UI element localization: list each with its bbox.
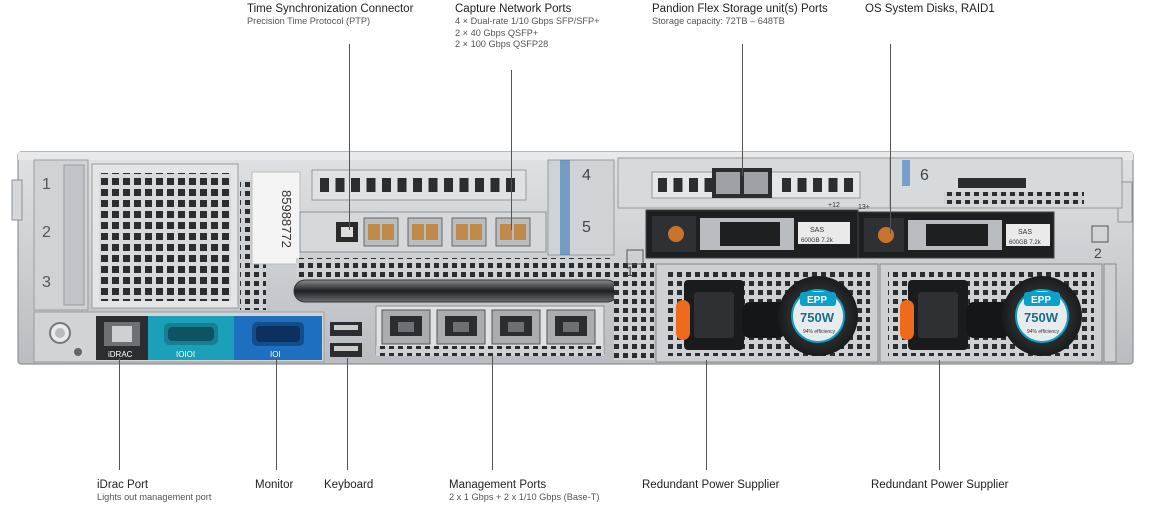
psu-1: EPP 750W 94% efficiency [655,263,879,363]
serial-label: 85988772 [279,190,294,248]
psu-2-brand: EPP [1031,295,1051,306]
callout-time-sync-sub: Precision Time Protocol (PTP) [247,16,371,26]
psu-2: EPP 750W 94% efficiency [879,263,1103,363]
leader-idrac [119,358,120,470]
callout-management: Management Ports 2 x 1 Gbps + 2 x 1/10 G… [449,478,599,504]
leader-capture [511,70,512,230]
callout-pandion: Pandion Flex Storage unit(s) Ports Stora… [652,2,828,28]
callout-time-sync: Time Synchronization Connector Precision… [247,2,413,28]
disk-left-number: +12 [828,202,840,209]
callout-capture-sub-1: 4 × Dual-rate 1/10 Gbps SFP/SFP+ [455,16,600,26]
callout-keyboard: Keyboard [324,478,373,492]
slot-number-1-psu: 1 [626,263,634,279]
vga-port-label: IOI [270,350,281,359]
callout-os-disks: OS System Disks, RAID1 [865,2,995,16]
callout-capture-sub-2: 2 × 40 Gbps QSFP+ [455,27,539,38]
slot-number-4: 4 [582,167,591,184]
callout-capture-title: Capture Network Ports [455,3,572,15]
callout-psu-2: Redundant Power Supplier [871,478,1008,492]
callout-idrac-sub: Lights out management port [97,492,212,502]
serial-port-label: IOIOI [176,350,195,359]
callout-pandion-sub: Storage capacity: 72TB – 648TB [652,16,785,26]
callout-capture-sub-3: 2 × 100 Gbps QSFP28 [455,39,549,49]
slot-number-2: 2 [42,224,51,241]
callout-capture: Capture Network Ports 4 × Dual-rate 1/10… [455,2,600,51]
slot-number-2-psu: 2 [1094,245,1102,261]
callout-os-disks-title: OS System Disks, RAID1 [865,3,995,15]
callout-management-sub: 2 x 1 Gbps + 2 x 1/10 Gbps (Base-T) [449,492,600,502]
callout-pandion-title: Pandion Flex Storage unit(s) Ports [652,3,828,15]
psu-2-watt: 750W [1024,310,1059,325]
slot-number-1: 1 [42,176,51,193]
callout-idrac-title: iDrac Port [97,479,149,491]
leader-psu-2 [939,360,940,470]
leader-pandion [742,44,743,176]
disk-left-size: 600GB 7.2k [801,238,834,244]
callout-psu-1: Redundant Power Supplier [642,478,779,492]
leader-os-disks [890,44,891,234]
disk-right-label: SAS [1018,229,1032,236]
disk-right-size: 600GB 7.2k [1009,240,1042,246]
callout-psu-2-title: Redundant Power Supplier [871,479,1009,491]
psu-2-eff: 94% efficiency [1027,329,1060,335]
callout-monitor: Monitor [255,478,293,492]
slot-number-6: 6 [920,167,929,184]
slot-number-5: 5 [582,219,591,236]
callout-psu-1-title: Redundant Power Supplier [642,479,780,491]
psu-1-watt: 750W [800,310,835,325]
leader-keyboard [347,358,348,470]
leader-monitor [276,358,277,470]
leader-management [492,356,493,470]
callout-time-sync-title: Time Synchronization Connector [247,3,414,15]
callout-idrac: iDrac Port Lights out management port [97,478,211,504]
disk-left-label: SAS [810,227,824,234]
psu-1-eff: 94% efficiency [803,329,836,335]
leader-psu-1 [706,360,707,470]
callout-monitor-title: Monitor [255,479,294,491]
callout-management-title: Management Ports [449,479,547,491]
callout-keyboard-title: Keyboard [324,479,374,491]
slot-number-3: 3 [42,274,51,291]
psu-1-brand: EPP [807,295,827,306]
leader-time-sync [349,44,350,230]
disk-right-number: 13+ [858,204,870,211]
idrac-label: iDRAC [108,350,133,359]
